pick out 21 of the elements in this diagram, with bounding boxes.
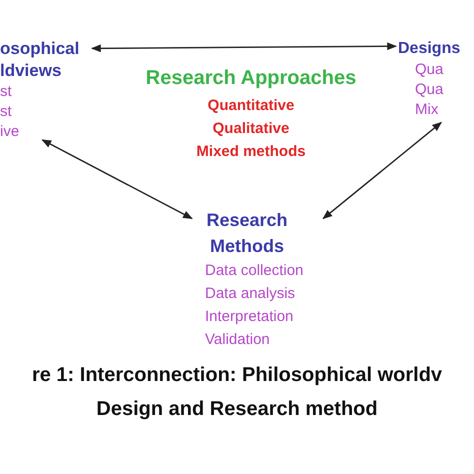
list-item: Data collection	[204, 261, 304, 281]
list-item: Mix	[414, 100, 440, 120]
list-item: Qua	[414, 80, 444, 100]
heading-text: Research Methods	[205, 209, 289, 258]
list-item: st	[0, 102, 13, 122]
arrow	[41, 139, 193, 220]
heading-text: Research Approaches	[144, 66, 358, 91]
list-item: Qua	[414, 60, 444, 80]
list-item: Data analysis	[204, 284, 296, 304]
list-item: Quantitative	[206, 96, 296, 116]
figure-caption: re 1: Interconnection: Philosophical worldv Design and Research method	[30, 363, 444, 422]
heading-text: osophical ldviews	[0, 38, 80, 82]
list-item: st	[0, 82, 13, 102]
list-item: Interpretation	[204, 307, 294, 327]
list-item: Mixed methods	[195, 142, 307, 162]
arrow	[322, 122, 442, 220]
arrow	[91, 42, 397, 52]
list-item: ive	[0, 122, 20, 142]
heading-text: Designs	[398, 39, 462, 59]
list-item: Qualitative	[212, 119, 290, 139]
list-item: Validation	[204, 330, 271, 350]
